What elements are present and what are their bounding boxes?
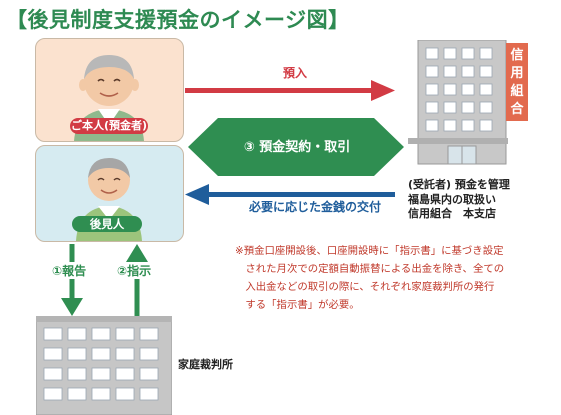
note-line: する「指示書」が必要。 [235, 299, 360, 311]
contract-arrow [188, 118, 404, 176]
note-line: された月次での定額自動振替による出金を除き、全ての [235, 263, 505, 275]
payout-arrow [185, 184, 395, 205]
instruction-arrow [126, 244, 148, 316]
instruction-label: ②指示 [115, 262, 154, 279]
court-label: 家庭裁判所 [178, 358, 233, 371]
bank-sign: 信用組合 [506, 43, 528, 121]
trustee-line: (受託者) 預金を管理 [408, 178, 510, 191]
trustee-line: 福島県内の取扱い [408, 192, 496, 206]
page-title: 【後見制度支援預金のイメージ図】 [6, 8, 350, 32]
guardian-card [35, 145, 184, 242]
principal-label: ご本人(預金者) [70, 118, 148, 134]
guardian-label: 後見人 [72, 216, 142, 232]
deposit-arrow [185, 80, 395, 101]
note-line: ※預金口座開設後、口座開設時に「指示書」に基づき設定 [235, 245, 504, 257]
note-text: ※預金口座開設後、口座開設時に「指示書」に基づき設定 された月次での定額自動振替… [235, 242, 504, 314]
court-building-icon [36, 316, 172, 415]
trustee-line: 信用組合 本支店 [408, 207, 496, 220]
bank-building-icon [408, 40, 508, 165]
report-arrow [61, 244, 83, 316]
deposit-label: 預入 [282, 66, 307, 80]
contract-label: ③ 預金契約・取引 [243, 140, 351, 155]
report-label: ①報告 [50, 262, 89, 279]
payout-label: 必要に応じた金銭の交付 [248, 200, 381, 214]
trustee-description: (受託者) 預金を管理 福島県内の取扱い 信用組合 本支店 [408, 178, 510, 222]
note-line: 入出金などの取引の際に、それぞれ家庭裁判所の発行 [235, 281, 495, 293]
